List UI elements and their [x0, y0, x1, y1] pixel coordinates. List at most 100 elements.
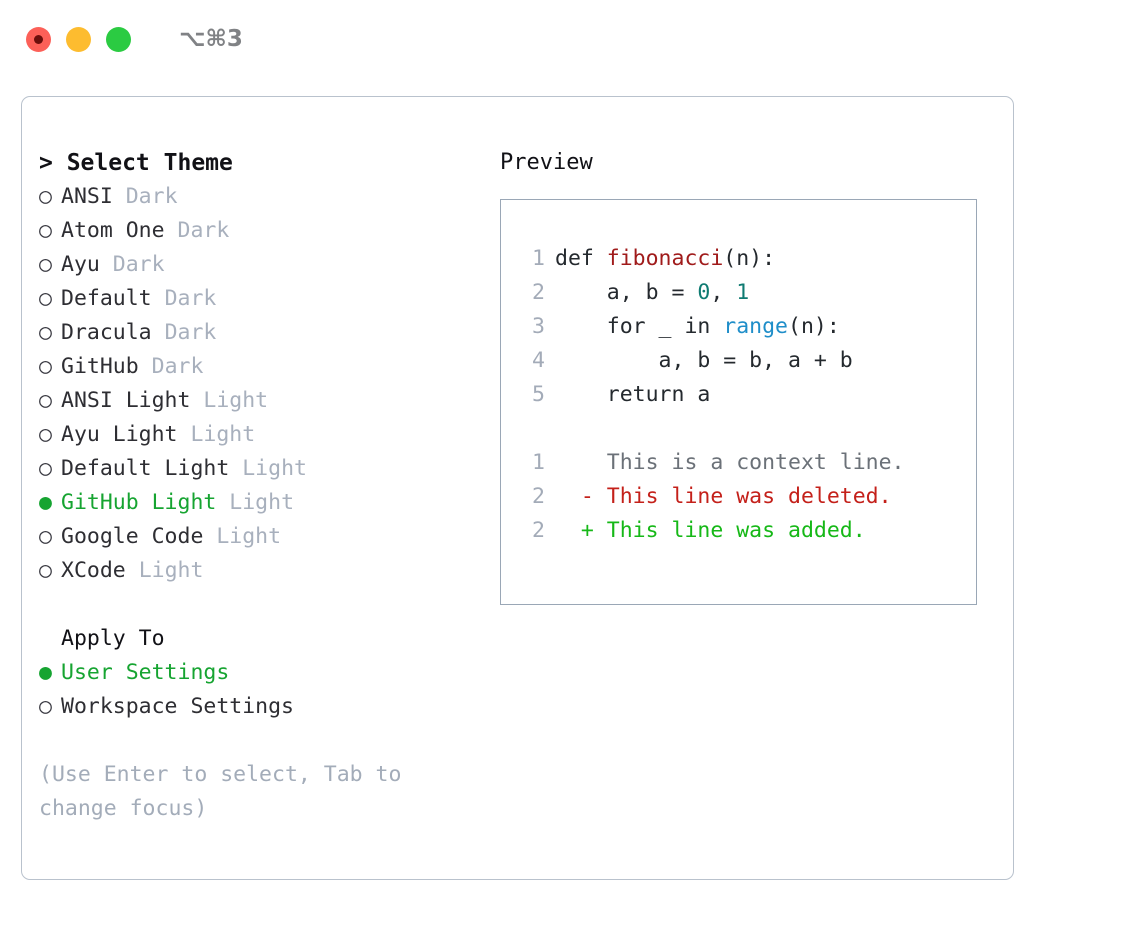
label-gap: [152, 282, 165, 316]
label-gap: [126, 554, 139, 588]
theme-option-label: Ayu: [61, 252, 100, 277]
theme-variant-badge: Dark: [164, 286, 217, 311]
theme-option-github-light[interactable]: ●GitHub Light Light: [39, 486, 499, 520]
label-gap: [113, 180, 126, 214]
theme-picker-column: > Select Theme ○ANSI Dark○Atom One Dark○…: [39, 146, 499, 826]
theme-variant-badge: Dark: [112, 252, 165, 277]
content-panel: > Select Theme ○ANSI Dark○Atom One Dark○…: [21, 96, 1014, 880]
diff-marker: +: [580, 518, 594, 543]
diff-text: This line was deleted.: [593, 484, 892, 509]
code-line: 2 a, b = 0, 1: [521, 276, 976, 310]
code-token-plain: (n):: [788, 314, 840, 339]
theme-option-dracula[interactable]: ○Dracula Dark: [39, 316, 499, 350]
radio-selected-icon: ●: [39, 660, 52, 685]
hint-spacer: [39, 724, 499, 758]
theme-list: ○ANSI Dark○Atom One Dark○Ayu Dark○Defaul…: [39, 180, 499, 588]
label-gap: [178, 418, 191, 452]
diff-text: This line was added.: [593, 518, 866, 543]
label-gap: [139, 350, 152, 384]
theme-option-atom-one[interactable]: ○Atom One Dark: [39, 214, 499, 248]
theme-option-github[interactable]: ○GitHub Dark: [39, 350, 499, 384]
radio-unselected-icon: ○: [39, 694, 52, 719]
code-token-plain: ,: [710, 280, 737, 305]
code-token-plain: a, b =: [555, 280, 698, 305]
radio-unselected-icon: ○: [39, 388, 52, 413]
theme-option-label: Google Code: [61, 524, 204, 549]
theme-option-google-code[interactable]: ○Google Code Light: [39, 520, 499, 554]
diff-text: This is a context line.: [593, 450, 905, 475]
theme-option-label: Default: [61, 286, 152, 311]
maximize-button-icon[interactable]: [106, 26, 131, 52]
radio-unselected-icon: ○: [39, 252, 52, 277]
diff-line-deleted: 2 - This line was deleted.: [521, 480, 976, 514]
diff-line-context: 1 This is a context line.: [521, 446, 976, 480]
label-gap: [190, 384, 203, 418]
theme-option-default-light[interactable]: ○ Default Light Light: [39, 452, 499, 486]
code-line: 3 for _ in range(n):: [521, 310, 976, 344]
label-gap: [100, 248, 113, 282]
theme-option-label: GitHub Light: [61, 490, 217, 515]
diff-sample: 1 This is a context line.2 - This line w…: [521, 446, 976, 548]
radio-unselected-icon: ○: [39, 286, 52, 311]
line-number: 2: [532, 518, 545, 543]
radio-unselected-icon: ○: [39, 218, 52, 243]
line-number: 2: [532, 280, 545, 305]
line-number: 4: [532, 348, 545, 373]
code-token-num: 0: [697, 280, 711, 305]
theme-option-default[interactable]: ○ Default Dark: [39, 282, 499, 316]
code-token-plain: a, b = b, a + b: [555, 348, 853, 373]
window-controls: [26, 26, 131, 52]
line-number: 1: [532, 246, 545, 271]
keyboard-shortcut-label: ⌥⌘3: [179, 26, 243, 52]
theme-variant-badge: Dark: [151, 354, 204, 379]
page-title: > Select Theme: [39, 150, 233, 176]
theme-variant-badge: Light: [190, 422, 256, 447]
diff-gutter-gap: [555, 480, 581, 514]
theme-option-label: Default Light: [61, 456, 230, 481]
code-token-plain: def: [555, 246, 607, 271]
radio-selected-icon: ●: [39, 490, 52, 515]
theme-option-ayu[interactable]: ○ Ayu Dark: [39, 248, 499, 282]
code-token-plain: return a: [555, 382, 711, 407]
label-gap: [203, 520, 216, 554]
theme-option-ansi-light[interactable]: ○ ANSI Light Light: [39, 384, 499, 418]
radio-unselected-icon: ○: [39, 456, 52, 481]
apply-to-option-workspace-settings[interactable]: ○Workspace Settings: [39, 690, 499, 724]
theme-option-label: ANSI Light: [61, 388, 191, 413]
code-diff-spacer: [521, 412, 976, 446]
theme-variant-badge: Dark: [164, 320, 217, 345]
theme-variant-badge: Light: [242, 456, 307, 481]
code-token-plain: (n):: [723, 246, 776, 271]
diff-gutter-gap: [555, 446, 581, 480]
line-number: 1: [532, 450, 545, 475]
radio-unselected-icon: ○: [39, 354, 52, 379]
line-number: 2: [532, 484, 545, 509]
theme-option-ayu-light[interactable]: ○Ayu Light Light: [39, 418, 499, 452]
theme-option-label: Atom One: [61, 218, 165, 243]
theme-variant-badge: Light: [203, 388, 269, 413]
theme-option-label: XCode: [61, 558, 126, 583]
title-bar: ⌥⌘3: [0, 0, 1140, 78]
radio-unselected-icon: ○: [39, 422, 52, 447]
code-token-plain: for _ in: [555, 314, 724, 339]
keyboard-hint-text: (Use Enter to select, Tab to change focu…: [39, 762, 415, 821]
theme-option-ansi[interactable]: ○ANSI Dark: [39, 180, 499, 214]
minimize-button-icon[interactable]: [66, 26, 91, 52]
label-gap: [165, 214, 178, 248]
apply-to-option-user-settings[interactable]: ● User Settings: [39, 656, 499, 690]
close-button-icon[interactable]: [26, 26, 51, 52]
theme-variant-badge: Light: [216, 524, 282, 549]
line-number: 5: [532, 382, 545, 407]
theme-option-label: ANSI: [61, 184, 113, 209]
apply-to-option-label: User Settings: [61, 660, 230, 685]
code-token-num: 1: [736, 280, 750, 305]
list-spacer: [39, 588, 499, 622]
apply-to-list: ● User Settings ○Workspace Settings: [39, 656, 499, 724]
preview-title: Preview: [500, 150, 593, 175]
label-gap: [229, 452, 242, 486]
theme-option-xcode[interactable]: ○XCode Light: [39, 554, 499, 588]
